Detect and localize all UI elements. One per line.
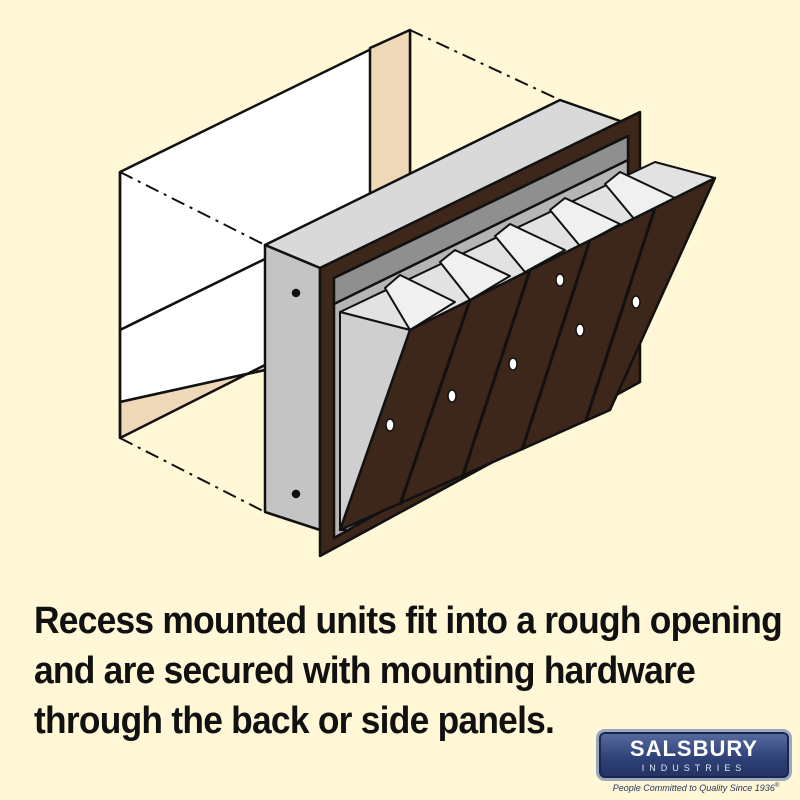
logo-brand: SALSBURY <box>629 736 759 761</box>
tagline-text: People Committed to Quality Since 1936 <box>612 783 775 793</box>
description-caption: Recess mounted units fit into a rough op… <box>34 596 783 746</box>
logo-subtitle: INDUSTRIES <box>641 763 747 773</box>
logo-tagline: People Committed to Quality Since 1936® <box>596 783 796 793</box>
registered-mark: ® <box>774 783 780 789</box>
recessed-mailbox-illustration <box>118 28 717 558</box>
caption-line-2: and are secured with mounting hardware <box>34 650 696 692</box>
caption-line-3: through the back or side panels. <box>34 700 555 742</box>
projection-lines <box>119 29 561 513</box>
salsbury-logo: SALSBURY INDUSTRIES <box>596 729 792 781</box>
compartments-interior <box>339 161 716 531</box>
caption-line-1: Recess mounted units fit into a rough op… <box>34 600 783 642</box>
mailbox-doors <box>338 176 717 532</box>
